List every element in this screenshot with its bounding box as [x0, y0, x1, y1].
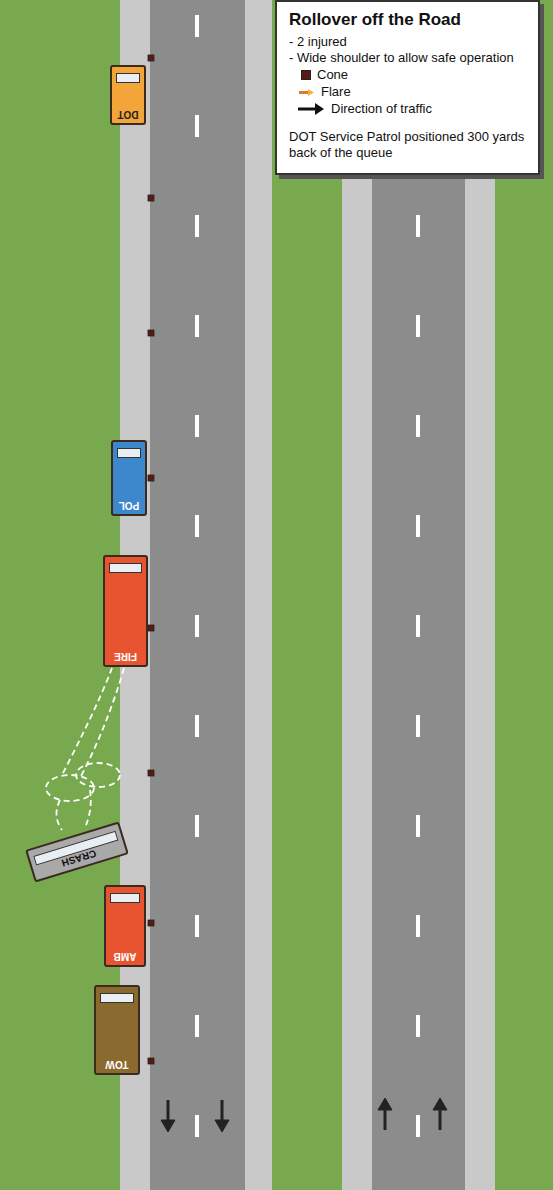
lane-dash — [195, 815, 199, 837]
windshield — [100, 993, 134, 1003]
lane-dash — [195, 115, 199, 137]
legend-text: Direction of traffic — [331, 100, 432, 117]
lane-dash — [416, 415, 420, 437]
vehicle-label: TOW — [96, 1059, 138, 1070]
legend-item: Direction of traffic — [289, 100, 528, 117]
lane-dash — [416, 815, 420, 837]
vehicle: AMB — [104, 885, 146, 967]
legend-item: Cone — [289, 66, 528, 83]
lane-dash — [195, 315, 199, 337]
lane-dash — [195, 615, 199, 637]
lane-dash — [195, 915, 199, 937]
title: Rollover off the Road — [289, 10, 528, 30]
lane-dash — [195, 215, 199, 237]
windshield — [117, 448, 141, 458]
vehicle-label: FIRE — [105, 651, 146, 662]
vehicle: CRASH — [25, 821, 129, 882]
flare-symbol — [297, 87, 315, 97]
lane-dash — [416, 215, 420, 237]
lane-dash — [195, 415, 199, 437]
cone — [148, 920, 154, 926]
lane-dash — [195, 15, 199, 37]
lane-dash — [416, 615, 420, 637]
traffic-arrow — [297, 103, 325, 115]
vehicle-label: DOT — [112, 109, 144, 120]
legend-item: Flare — [289, 83, 528, 100]
lane-dash — [416, 515, 420, 537]
legend-panel: Rollover off the Road - 2 injured- Wide s… — [275, 0, 540, 175]
lane-dash — [416, 915, 420, 937]
lane-dash — [195, 1115, 199, 1137]
legend-swatch — [301, 70, 311, 80]
lane-dash — [195, 715, 199, 737]
lane-dash — [416, 1115, 420, 1137]
cone — [148, 195, 154, 201]
legend-text: Flare — [321, 83, 351, 100]
vehicle-label: POL — [113, 500, 145, 511]
lane-dash — [416, 1015, 420, 1037]
vehicle: TOW — [94, 985, 140, 1075]
note-bullet: - Wide shoulder to allow safe operation — [289, 50, 528, 66]
lane-dash — [416, 315, 420, 337]
note: DOT Service Patrol positioned 300 yards … — [289, 129, 528, 161]
lane-dash — [195, 515, 199, 537]
vehicle: DOT — [110, 65, 146, 125]
lane-dash — [195, 1015, 199, 1037]
cone — [148, 330, 154, 336]
lane-dash — [416, 715, 420, 737]
vehicle: FIRE — [103, 555, 148, 667]
windshield — [109, 563, 142, 573]
windshield — [110, 893, 140, 903]
legend-text: Cone — [317, 66, 348, 83]
vehicle: POL — [111, 440, 147, 516]
vehicle-label: AMB — [106, 951, 144, 962]
note-bullet: - 2 injured — [289, 34, 528, 50]
cone — [148, 1058, 154, 1064]
windshield — [116, 73, 140, 83]
cone — [148, 55, 154, 61]
cone — [148, 770, 154, 776]
cone — [148, 475, 154, 481]
cone — [148, 625, 154, 631]
